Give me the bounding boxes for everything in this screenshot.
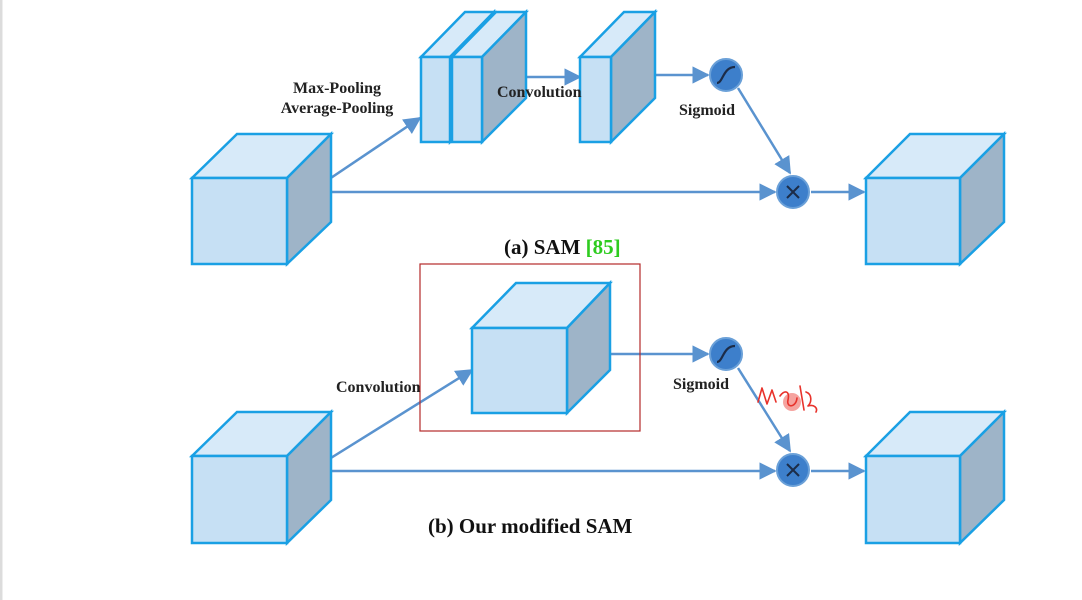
multiply-icon	[776, 175, 810, 209]
panel-a-output-cube	[862, 130, 1008, 267]
panel-a: Max-Pooling Average-Pooling Convolution …	[188, 8, 1008, 267]
highlight-box	[419, 263, 641, 432]
sigmoid-label-a: Sigmoid	[679, 102, 735, 119]
panel-a-pooled-maps	[418, 8, 529, 146]
handwriting-annotation	[757, 385, 818, 413]
caption-a: (a) SAM [85]	[504, 235, 621, 259]
caption-a-citation: [85]	[586, 235, 621, 259]
panel-b-output-cube	[862, 408, 1008, 546]
pool-label-line1: Max-Pooling	[293, 80, 381, 97]
arrow-sigmoid-to-multiply	[736, 87, 792, 175]
panel-a-input-cube	[188, 130, 335, 267]
panel-b-conv-cube	[469, 279, 613, 417]
sigmoid-label-b: Sigmoid	[673, 376, 729, 393]
sigmoid-icon	[709, 58, 743, 92]
panel-b-input-cube	[188, 408, 335, 546]
panel-b-arrows	[309, 345, 866, 480]
arrow-input-to-conv	[309, 368, 474, 473]
caption-a-text: (a) SAM	[504, 235, 586, 259]
conv-label-a: Convolution	[497, 84, 582, 101]
panel-b: Convolution Sigmoid (b) Our modified SAM	[188, 263, 1008, 546]
sigmoid-icon	[709, 337, 743, 371]
caption-b: (b) Our modified SAM	[428, 514, 633, 538]
arrow-sigmoid-to-multiply-b	[736, 367, 792, 453]
panel-a-conv-map	[577, 8, 658, 146]
pool-label-line2: Average-Pooling	[281, 100, 394, 117]
conv-label-b: Convolution	[336, 379, 421, 396]
multiply-icon	[776, 453, 810, 487]
